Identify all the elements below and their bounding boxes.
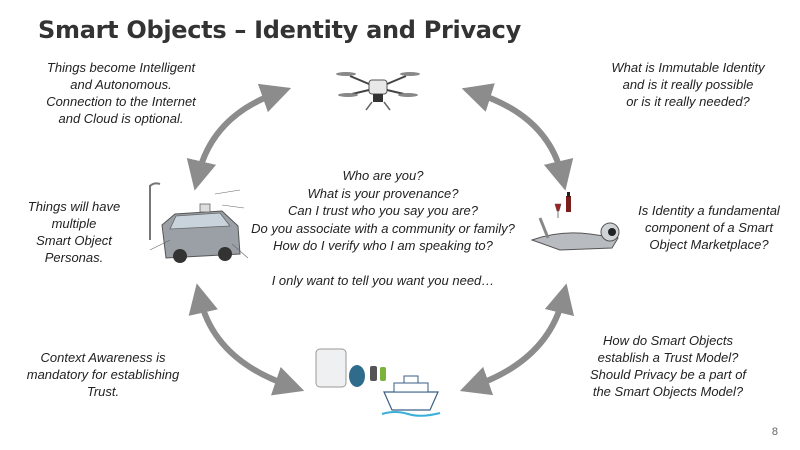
arrow-top-right	[461, 83, 574, 191]
connected-car-icon	[149, 182, 249, 263]
note-bottom-left: Context Awareness is mandatory for estab…	[26, 350, 180, 399]
note-mid-left: Things will have multiple Smart Object P…	[27, 199, 121, 265]
cycle-arrows	[186, 83, 575, 396]
arrow-bottom-left	[188, 283, 305, 396]
drone-icon	[336, 72, 420, 111]
center-questions: Who are you? What is your provenance? Ca…	[238, 167, 528, 289]
note-bottom-right: How do Smart Objects establish a Trust M…	[589, 333, 747, 399]
robot-icon	[530, 192, 620, 251]
arrow-bottom-right	[459, 283, 575, 396]
wearables-ship-icon	[315, 348, 441, 417]
page-number: 8	[771, 426, 778, 438]
center-closing: I only want to tell you want you need…	[271, 272, 495, 288]
page-title: Smart Objects – Identity and Privacy	[38, 16, 521, 44]
note-top-right: What is Immutable Identity and is it rea…	[611, 60, 765, 109]
note-top-left: Things become Intelligent and Autonomous…	[46, 60, 196, 126]
note-mid-right: Is Identity a fundamental component of a…	[638, 203, 780, 252]
arrow-top-left	[186, 83, 292, 191]
